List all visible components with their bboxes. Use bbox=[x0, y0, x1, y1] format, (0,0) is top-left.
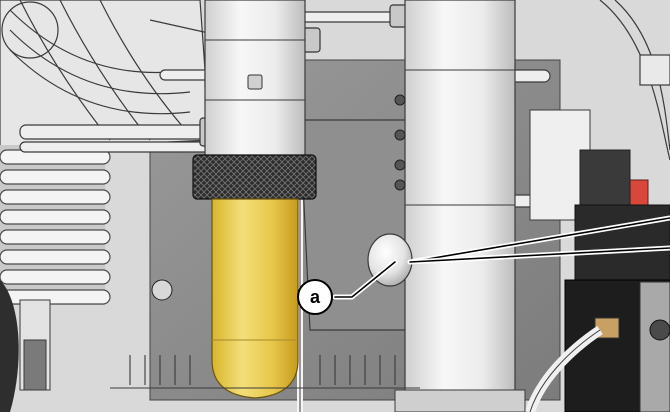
filter-cartridge bbox=[192, 0, 317, 399]
base-fins bbox=[110, 355, 420, 389]
callout-circle-icon bbox=[297, 279, 333, 315]
filter-housing bbox=[394, 0, 526, 412]
callout-a: a bbox=[297, 279, 333, 315]
cooling-coil bbox=[0, 145, 111, 305]
drive-wheel bbox=[0, 280, 51, 412]
panel-bolts bbox=[151, 94, 406, 301]
right-cables bbox=[599, 0, 670, 161]
callout-label: a bbox=[310, 287, 321, 307]
valve-body bbox=[529, 109, 670, 286]
callout-leaders bbox=[332, 215, 670, 300]
